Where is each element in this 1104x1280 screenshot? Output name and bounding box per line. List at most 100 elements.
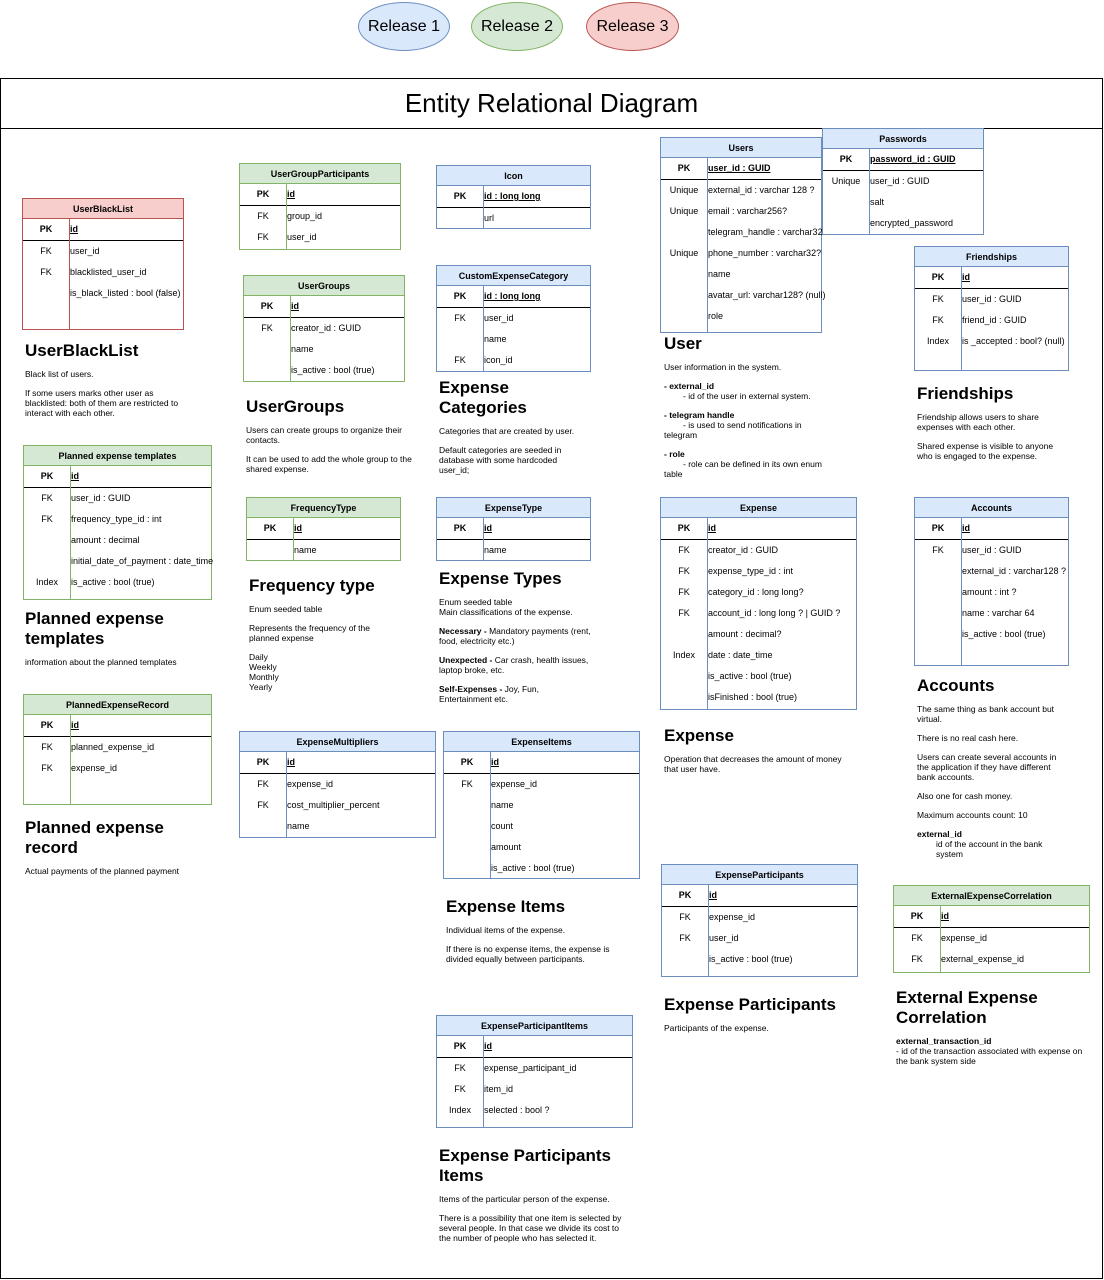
table-row: isFinished : bool (true)	[661, 687, 856, 708]
row-field-name: external_id : varchar128 ?	[962, 566, 1067, 576]
table-pk-row: PK id	[894, 906, 1089, 928]
row-key-label: Index	[35, 577, 59, 587]
row-key-label: FK	[454, 1063, 466, 1073]
table-title: ExpenseType	[437, 498, 590, 518]
row-key-label: FK	[257, 211, 269, 221]
desc-text: Shared expense is visible to anyone who …	[917, 441, 1054, 461]
table-title: UserGroupParticipants	[240, 164, 400, 184]
row-field-name: id	[941, 911, 949, 921]
desc-text: Operation that decreases the amount of m…	[664, 754, 842, 774]
table-row: count	[444, 816, 639, 837]
row-field-name: amount : decimal?	[708, 629, 782, 639]
row-field-name: name	[294, 545, 317, 555]
row-field-name: user_id : GUID	[962, 294, 1022, 304]
row-field-name: amount	[491, 842, 522, 852]
row-key-label	[823, 192, 869, 213]
row-key-label: FK	[41, 763, 53, 773]
row-key-label	[444, 837, 490, 858]
row-key-label	[915, 582, 961, 603]
desc-heading: Planned expense record	[25, 818, 164, 857]
row-key-label	[437, 329, 483, 350]
row-field-name: user_id	[709, 933, 739, 943]
row-key-label	[661, 624, 707, 645]
table-title: ExpenseItems	[444, 732, 639, 752]
desc-option: Daily	[249, 652, 268, 662]
row-field-name: id	[709, 890, 717, 900]
row-key-label: FK	[911, 933, 923, 943]
desc-field-name: external_id	[917, 829, 962, 839]
row-field-name: creator_id : GUID	[291, 323, 362, 333]
desc-text: Also one for cash money.	[917, 791, 1013, 801]
table-title: UserBlackList	[23, 199, 183, 219]
row-field-name: is_active : bool (true)	[291, 365, 375, 375]
row-field-name: user_id : GUID	[708, 163, 771, 173]
row-field-name: category_id : long long?	[708, 587, 804, 597]
table-row: initial_date_of_payment : date_time	[24, 551, 214, 572]
row-key-label: FK	[261, 323, 273, 333]
row-key-label	[244, 360, 290, 381]
desc-text: The same thing as bank account but virtu…	[917, 704, 1055, 724]
row-field-name: is_black_listed : bool (false)	[70, 288, 181, 298]
row-field-name: external_id : varchar 128 ?	[708, 185, 815, 195]
table-title: ExpenseParticipantItems	[437, 1016, 632, 1036]
table-row: amount	[444, 837, 639, 858]
table-row: name : varchar 64	[915, 603, 1068, 624]
desc-expense-items: Expense Items Individual items of the ex…	[446, 897, 621, 973]
row-field-name: name	[291, 344, 314, 354]
row-key-label	[661, 222, 707, 243]
desc-field-name: external_transaction_id	[896, 1036, 992, 1046]
desc-text: Black list of users.	[25, 369, 94, 379]
row-field-name: friend_id : GUID	[962, 315, 1027, 325]
row-key-label: Index	[926, 336, 950, 346]
row-field-name: name	[287, 821, 310, 831]
desc-field-name: Self-Expenses -	[439, 684, 505, 694]
desc-field-name: Necessary -	[439, 626, 490, 636]
desc-text-span: - is used to send notifications in teleg…	[664, 420, 802, 440]
desc-text: Individual items of the expense.	[446, 925, 566, 935]
row-field-name: external_expense_id	[941, 954, 1025, 964]
table-title: CustomExpenseCategory	[437, 266, 590, 286]
row-field-name: item_id	[484, 1084, 514, 1094]
legend-release-1: Release 1	[358, 2, 450, 51]
desc-text: id of the account in the bank system	[936, 839, 1043, 859]
row-key-label: FK	[41, 493, 53, 503]
desc-heading: Expense Types	[439, 569, 562, 588]
row-key-label	[437, 208, 483, 229]
table-title: FrequencyType	[247, 498, 400, 518]
row-field-name: blacklisted_user_id	[70, 267, 147, 277]
desc-heading: UserBlackList	[25, 341, 139, 360]
desc-field-name: - external_id	[664, 381, 715, 391]
row-field-name: initial_date_of_payment : date_time	[71, 556, 214, 566]
row-key-label	[662, 949, 708, 970]
desc-expense-participants: Expense Participants Participants of the…	[664, 995, 854, 1042]
row-field-name: is_active : bool (true)	[491, 863, 575, 873]
row-field-name: user_id : GUID	[962, 545, 1022, 555]
column-divider	[69, 219, 70, 329]
row-key-label: PK	[910, 911, 924, 921]
table-row: is_black_listed : bool (false)	[23, 283, 183, 304]
